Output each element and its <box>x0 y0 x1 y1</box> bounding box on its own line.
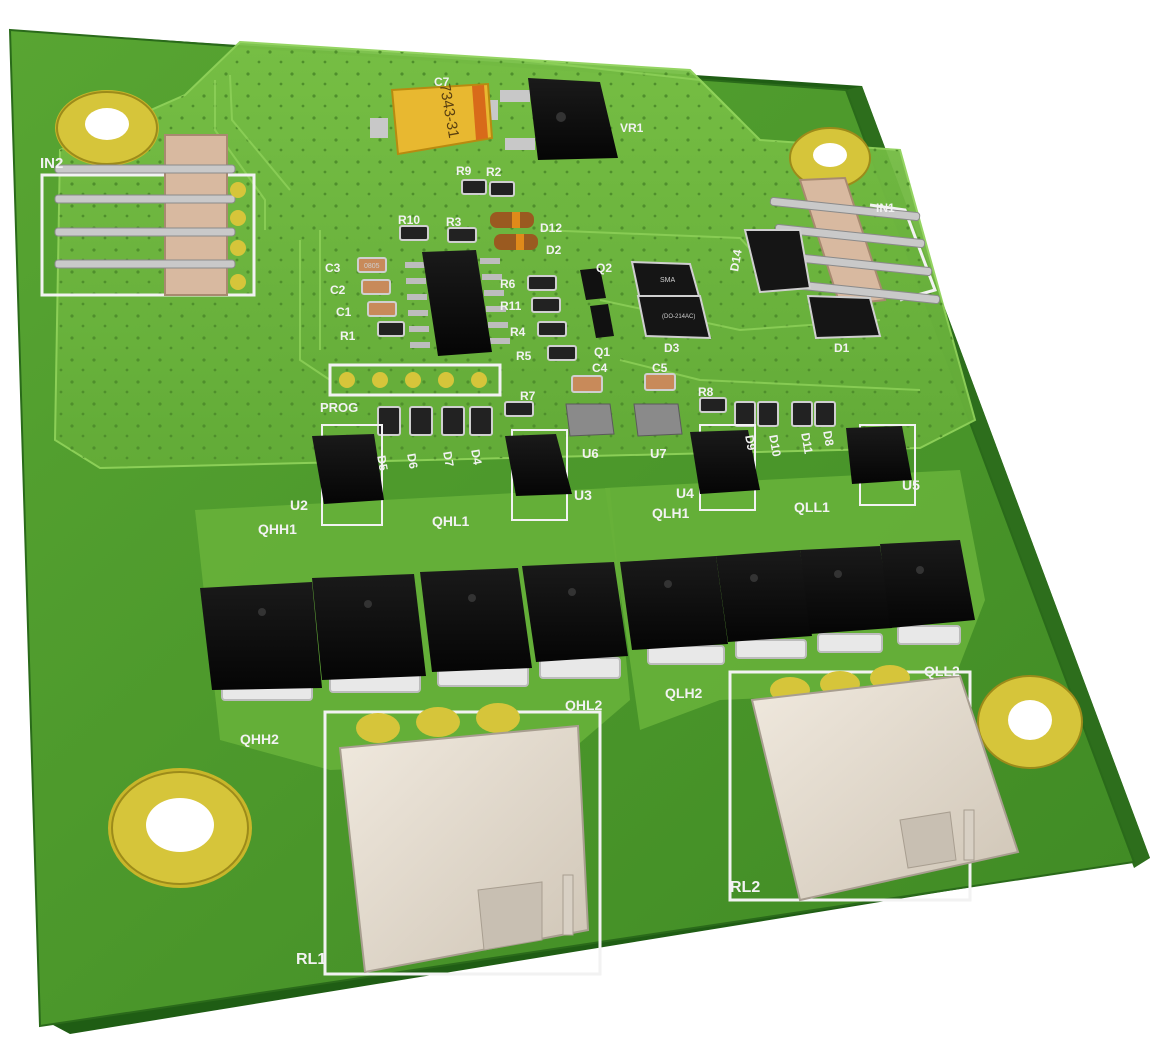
label-u7: U7 <box>650 446 667 461</box>
label-r1: R1 <box>340 329 356 343</box>
label-u3: U3 <box>574 487 592 503</box>
label-r11: R11 <box>500 299 522 313</box>
header-in1 <box>769 176 941 307</box>
package-u7 <box>633 403 683 437</box>
label-qlh1: QLH1 <box>652 505 690 521</box>
optocoupler-u4 <box>690 424 760 511</box>
header-in2 <box>40 134 256 297</box>
mosfet-row <box>200 540 975 701</box>
label-u5: U5 <box>902 477 920 493</box>
regulator-vr1 <box>500 78 618 160</box>
label-qll1: QLL1 <box>794 499 830 515</box>
mounting-hole-top-right <box>789 127 871 189</box>
label-qll2: QLL2 <box>924 663 960 679</box>
label-d8: D8 <box>820 430 837 448</box>
optocoupler-u5 <box>846 424 916 506</box>
label-qhh1: QHH1 <box>258 521 297 537</box>
label-r5: R5 <box>516 349 532 363</box>
copper-via-field <box>55 42 975 468</box>
connector-rl1 <box>323 703 602 976</box>
label-r10: R10 <box>398 213 420 227</box>
ic-soic <box>405 250 510 356</box>
label-c7: C7 <box>434 75 450 89</box>
transistor-q1 <box>590 304 614 338</box>
label-d14: D14 <box>727 248 745 272</box>
label-u4: U4 <box>676 485 694 501</box>
label-d3: D3 <box>664 341 680 355</box>
transistor-q2 <box>580 268 606 300</box>
label-prog: PROG <box>320 400 358 415</box>
mounting-hole-bottom-left <box>108 768 252 888</box>
label-c5: C5 <box>652 361 668 375</box>
do214ac-mark: (DO-214AC) <box>662 314 695 320</box>
label-u2: U2 <box>290 497 308 513</box>
optocoupler-u3 <box>505 429 572 521</box>
pkg-0805: 0805 <box>364 263 380 270</box>
capacitor-c7: 7343-31 <box>370 82 498 156</box>
label-d12: D12 <box>540 221 562 235</box>
label-d10: D10 <box>766 434 784 458</box>
diode-d2 <box>494 234 538 250</box>
label-c1: C1 <box>336 305 352 319</box>
label-d9: D9 <box>742 434 759 452</box>
optocoupler-u2 <box>312 424 384 526</box>
mounting-hole-top-left <box>55 90 159 166</box>
label-r8: R8 <box>698 385 714 399</box>
label-r3: R3 <box>446 215 462 229</box>
label-r9: R9 <box>456 164 472 178</box>
label-d7: D7 <box>440 450 457 468</box>
label-in1: IN1 <box>876 201 895 215</box>
label-d5: D5 <box>374 454 391 472</box>
silkscreen-labels: R9 R2 R10 R3 D12 D2 C3 C2 C1 R1 R6 R11 R… <box>240 164 960 968</box>
mounting-hole-bottom-right <box>977 675 1083 769</box>
label-qhl1: QHL1 <box>432 513 470 529</box>
header-prog <box>328 363 502 397</box>
diode-d14 <box>743 229 812 294</box>
sma-mark: SMA <box>660 277 676 284</box>
label-c3: C3 <box>325 261 341 275</box>
label-r4: R4 <box>510 325 526 339</box>
label-q1: Q1 <box>594 345 610 359</box>
label-r6: R6 <box>500 277 516 291</box>
label-c2: C2 <box>330 283 346 297</box>
label-u6: U6 <box>582 446 599 461</box>
label-in2: IN2 <box>40 155 63 172</box>
label-r2: R2 <box>486 165 502 179</box>
passives-cluster: 0805 <box>357 179 836 436</box>
diode-sma-upper: SMA <box>630 260 702 301</box>
label-r7: R7 <box>520 389 536 403</box>
diode-d12 <box>490 212 534 228</box>
label-rl1: RL1 <box>296 951 326 968</box>
label-q2: Q2 <box>596 261 612 275</box>
diode-sma-d3: (DO-214AC) <box>636 295 712 340</box>
label-c4: C4 <box>592 361 608 375</box>
label-rl2: RL2 <box>730 879 760 896</box>
label-qhh2: QHH2 <box>240 731 279 747</box>
label-d2: D2 <box>546 243 562 257</box>
label-vr1: VR1 <box>620 121 644 135</box>
package-u6 <box>565 403 615 437</box>
label-qhl2: QHL2 <box>565 697 603 713</box>
connector-rl2 <box>728 665 1020 902</box>
label-d6: D6 <box>404 452 421 470</box>
diode-d1 <box>806 294 882 340</box>
label-d4: D4 <box>468 448 485 466</box>
label-d11: D11 <box>798 432 816 456</box>
label-qlh2: QLH2 <box>665 685 703 701</box>
label-d1: D1 <box>834 341 850 355</box>
